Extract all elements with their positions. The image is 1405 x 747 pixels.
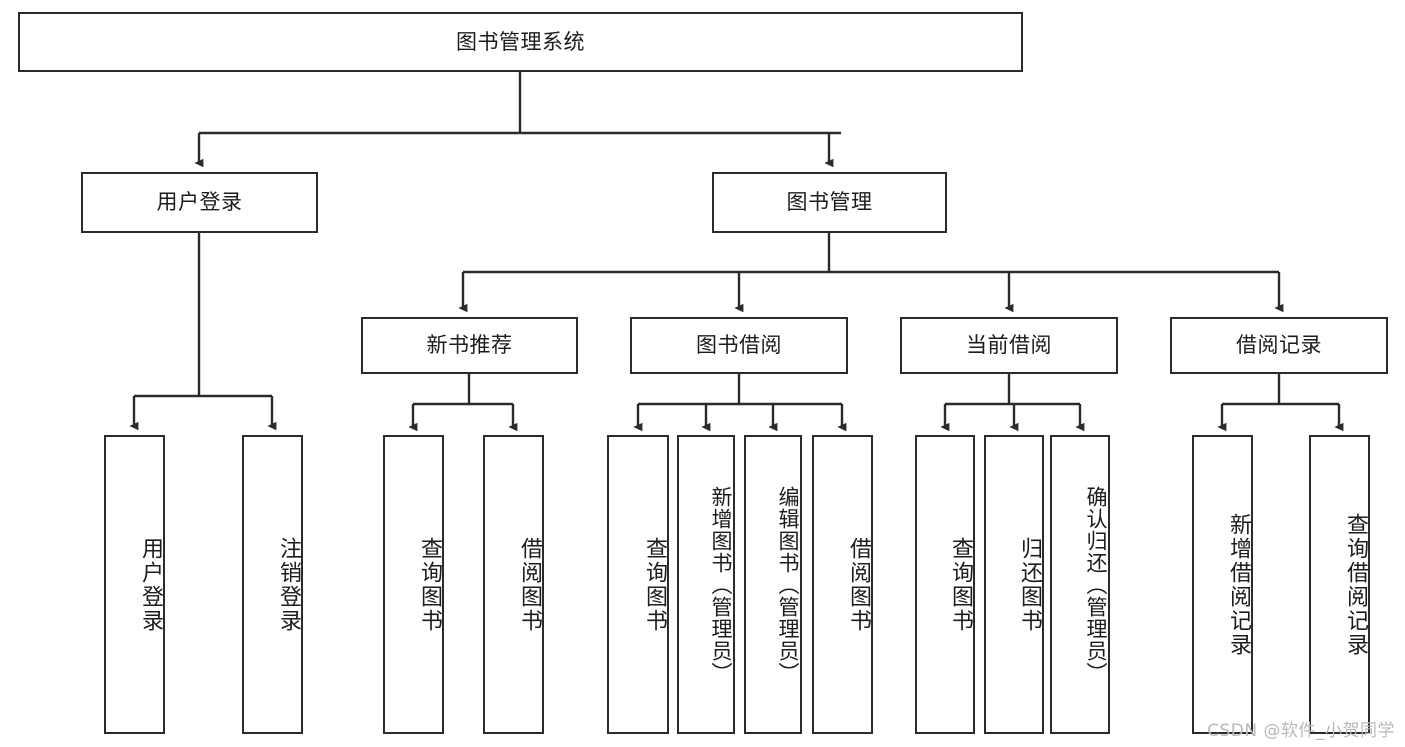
leaf-return-book[interactable]: 归还图书 [984, 435, 1044, 734]
node-root[interactable]: 图书管理系统 [18, 12, 1023, 72]
node-user-login[interactable]: 用户登录 [81, 172, 318, 233]
leaf-edit-book[interactable]: 编辑图书（管理员） [744, 435, 802, 734]
leaf-user-login[interactable]: 用户登录 [104, 435, 165, 734]
leaf-query-book-borrow[interactable]: 查询图书 [607, 435, 669, 734]
node-book-manage[interactable]: 图书管理 [712, 172, 947, 233]
leaf-query-book-recommend[interactable]: 查询图书 [383, 435, 444, 734]
leaf-query-book-current[interactable]: 查询图书 [915, 435, 975, 734]
leaf-add-borrow-record[interactable]: 新增借阅记录 [1192, 435, 1253, 734]
leaf-confirm-return[interactable]: 确认归还（管理员） [1050, 435, 1110, 734]
leaf-borrow-book-recommend[interactable]: 借阅图书 [483, 435, 544, 734]
leaf-add-book[interactable]: 新增图书（管理员） [677, 435, 735, 734]
node-book-borrow[interactable]: 图书借阅 [630, 317, 848, 374]
leaf-query-borrow-record[interactable]: 查询借阅记录 [1309, 435, 1370, 734]
leaf-borrow-book[interactable]: 借阅图书 [812, 435, 873, 734]
node-borrow-record[interactable]: 借阅记录 [1170, 317, 1388, 374]
node-new-book-recommend[interactable]: 新书推荐 [361, 317, 578, 374]
leaf-logout[interactable]: 注销登录 [242, 435, 303, 734]
node-current-borrow[interactable]: 当前借阅 [900, 317, 1118, 374]
csdn-watermark: CSDN @软件_小贺同学 [1207, 721, 1395, 741]
